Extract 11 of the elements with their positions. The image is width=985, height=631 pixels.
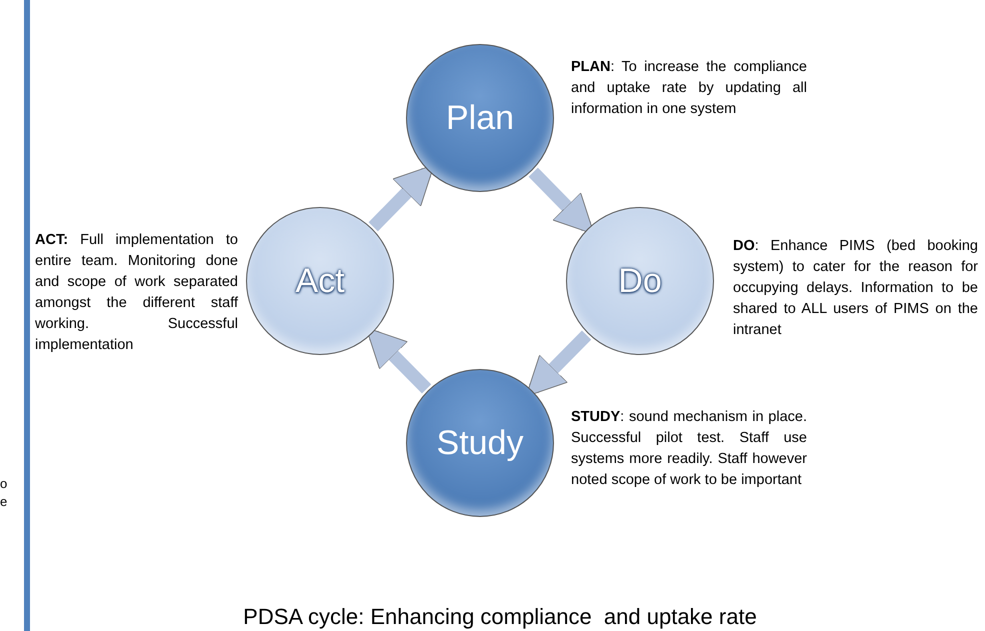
cut-off-text: o [0, 476, 8, 492]
stage-description: ACT: Full implementation to entire team. Monitoring done and scope of work separated amongst the different staff working. Successful implementation [35, 231, 238, 355]
stage-description: STUDY: sound mechanism in place. Successful pilot test. Staff use systems more readily. Staff however noted scope of work to be important [571, 408, 807, 490]
stage-label: Act [295, 264, 345, 298]
stage-description: PLAN: To increase the compliance and uptake rate by updating all information in one system [571, 58, 807, 119]
stage-label: Plan [446, 101, 514, 135]
stage-label: Do [618, 264, 662, 298]
diagram-title: PDSA cycle: Enhancing compliance and uptake rate [242, 603, 758, 631]
stage-description: DO: Enhance PIMS (bed booking system) to cater for the reason for occupying delays. Information to be shared to ALL users of PIMS on the intranet [733, 237, 978, 340]
cut-off-text: e [0, 494, 8, 510]
stage-label: Study [436, 426, 524, 460]
